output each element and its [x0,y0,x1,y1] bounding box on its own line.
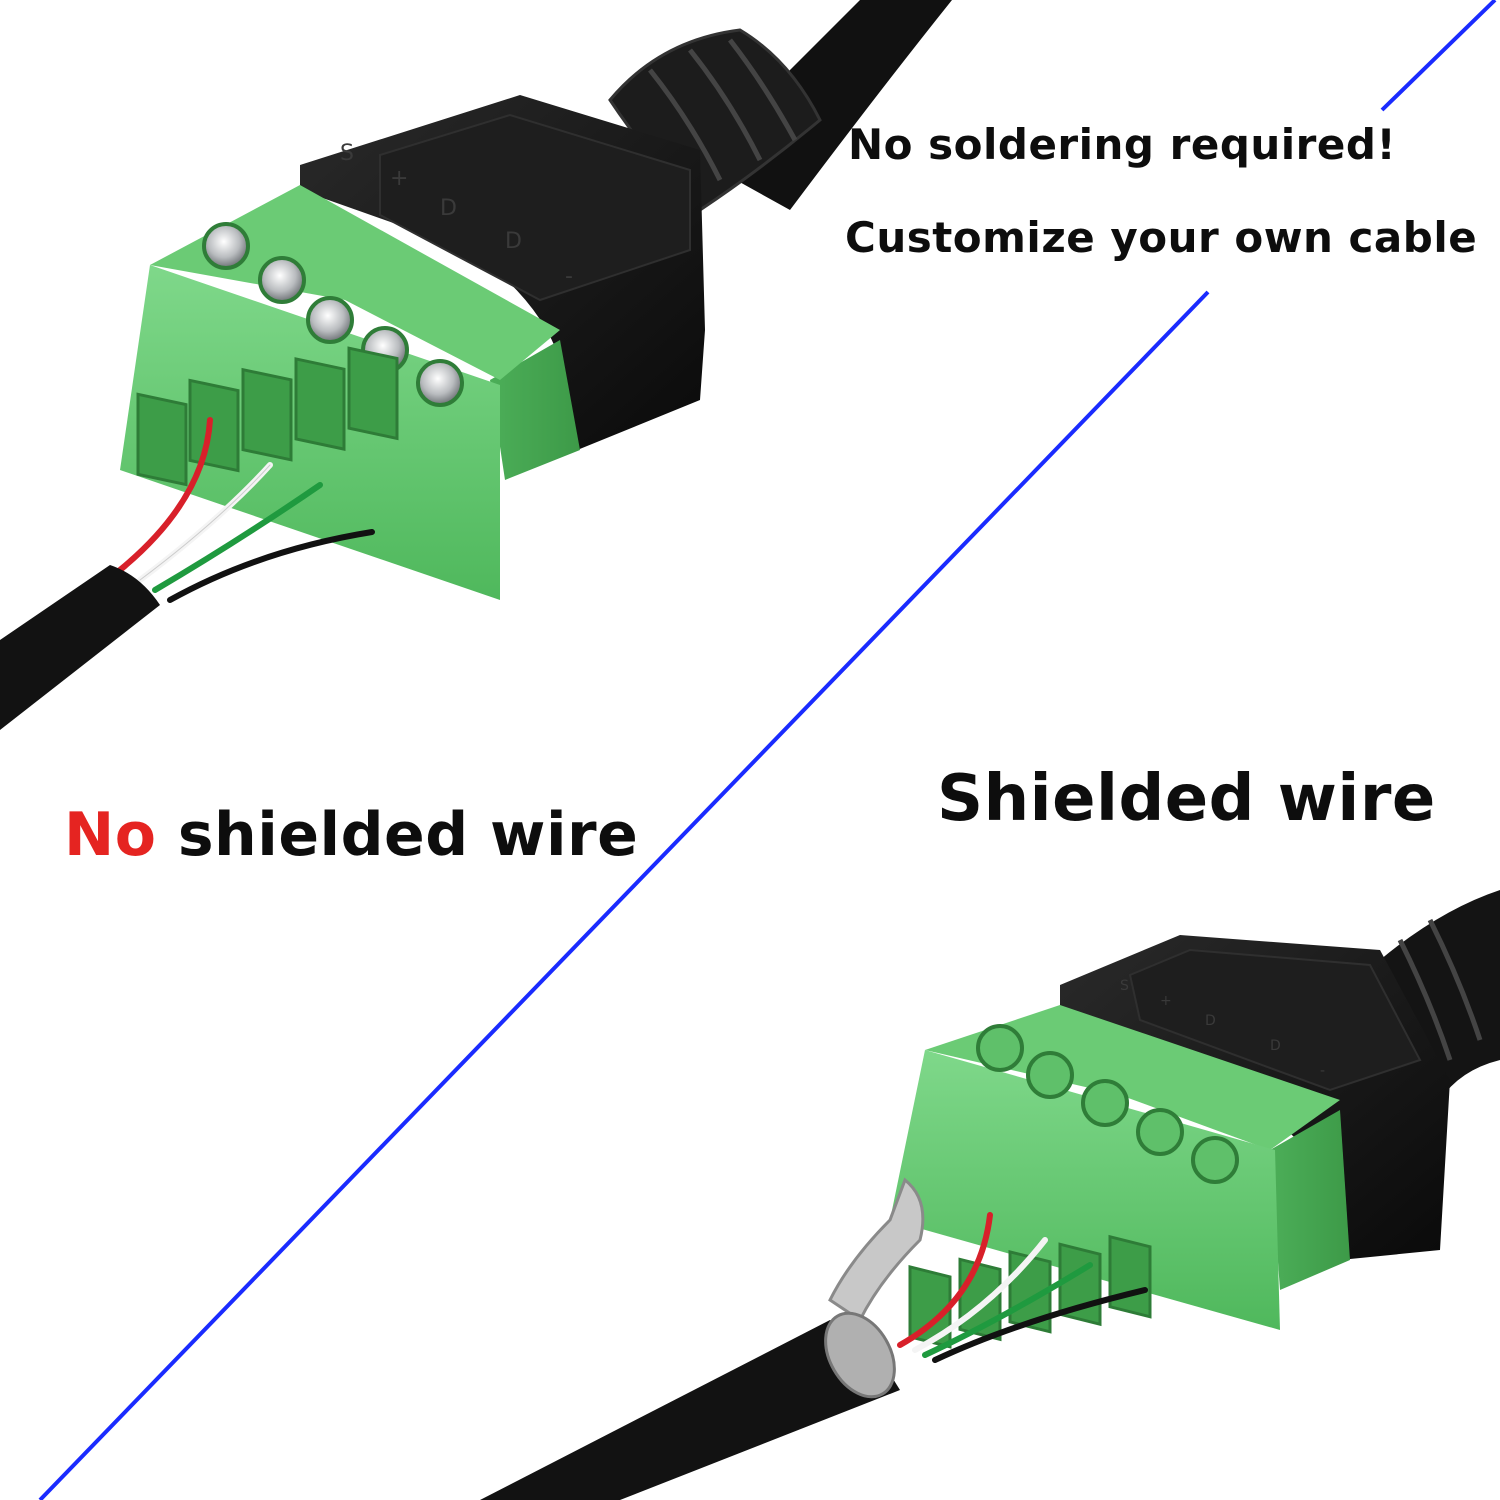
braided-shield [828,1177,925,1323]
top-wires [117,417,375,603]
screw-icon [416,359,464,407]
connector-pin-label: D [440,196,457,221]
connector-pin-label: S [1120,978,1129,994]
divider-line-main [38,290,1210,1500]
connector-pin-label: - [1320,1063,1325,1079]
caption-no-shielded-rest: shielded wire [156,800,639,870]
bottom-green-terminal-side [1270,1110,1350,1290]
top-connector-assembly [0,0,952,730]
caption-customize: Customize your own cable [845,213,1478,262]
bottom-cable-upper [1380,890,1500,1100]
screw-icon [1136,1108,1184,1156]
bottom-cable-lower [480,1320,900,1500]
bottom-strain-relief [1397,918,1483,1061]
bottom-screws [976,1024,1239,1184]
screw-icon [1081,1079,1129,1127]
bottom-connector-assembly [480,890,1500,1500]
bottom-green-terminal-front [890,1050,1280,1330]
caption-no-word: No [64,800,157,870]
top-green-terminal-side [490,340,580,480]
screw-icon [202,222,250,270]
bottom-green-terminal-top [925,1005,1340,1150]
caption-shielded-wire: Shielded wire [937,762,1436,836]
screw-icon [976,1024,1024,1072]
caption-no-soldering: No soldering required! [848,120,1397,169]
connector-pin-label: D [505,229,522,254]
connector-pin-label: - [565,264,573,289]
connector-pin-label: D [1205,1013,1216,1029]
screw-icon [1191,1136,1239,1184]
connector-pin-label: D [1270,1038,1281,1054]
connector-pin-label: + [1160,993,1172,1009]
top-green-terminal-top [150,185,560,380]
screw-icon [306,296,354,344]
top-cable-lower [0,565,160,730]
top-wire-holes [136,346,399,487]
screw-icon [1026,1051,1074,1099]
caption-no-shielded-wire: No shielded wire [64,800,638,870]
connector-pin-label: + [390,166,408,191]
connector-pin-label: S [340,141,354,166]
bottom-wires [897,1212,1148,1363]
divider-line-upper [1380,0,1497,112]
divider-lines [38,0,1497,1500]
screw-icon [258,256,306,304]
